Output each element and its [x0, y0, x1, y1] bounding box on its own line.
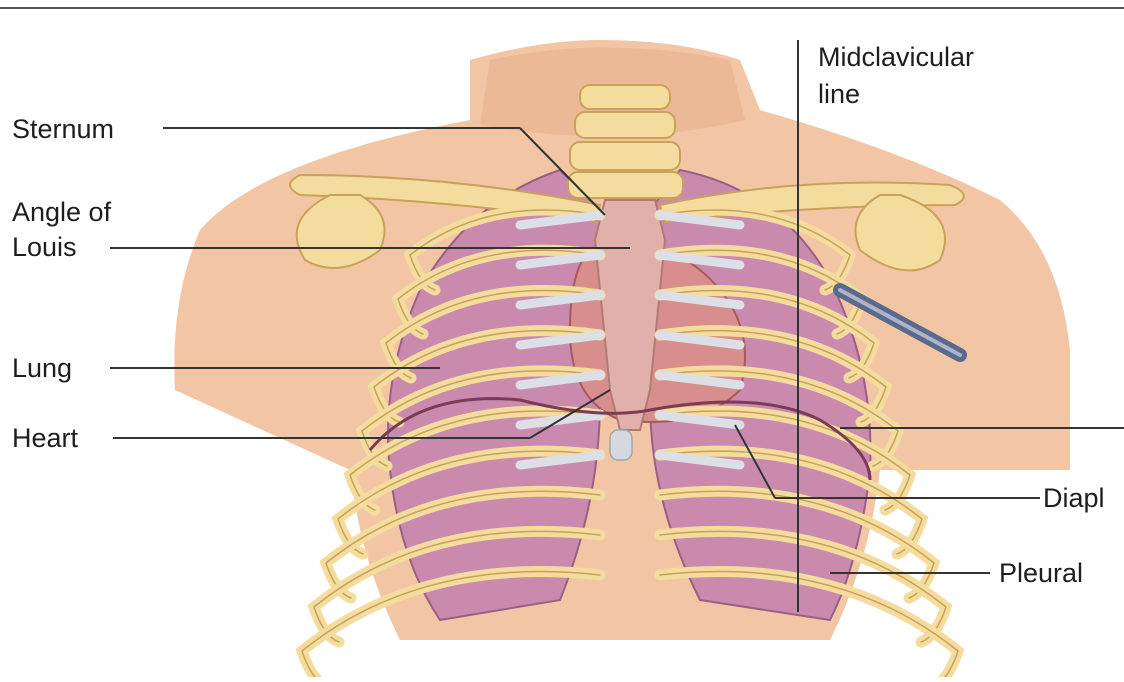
label-angle-of-louis-line1: Angle of	[12, 195, 111, 229]
label-sternum: Sternum	[12, 112, 114, 146]
xiphoid	[610, 430, 632, 460]
label-midclavicular-line1: Midclavicular	[818, 40, 974, 74]
label-angle-of-louis-line2: Louis	[12, 230, 77, 264]
label-lung: Lung	[12, 351, 72, 385]
label-diaphragm: Diapl	[1043, 481, 1105, 515]
label-pleural: Pleural	[999, 556, 1083, 590]
label-heart: Heart	[12, 421, 78, 455]
label-midclavicular-line2: line	[818, 77, 860, 111]
vertebrae	[568, 85, 683, 198]
